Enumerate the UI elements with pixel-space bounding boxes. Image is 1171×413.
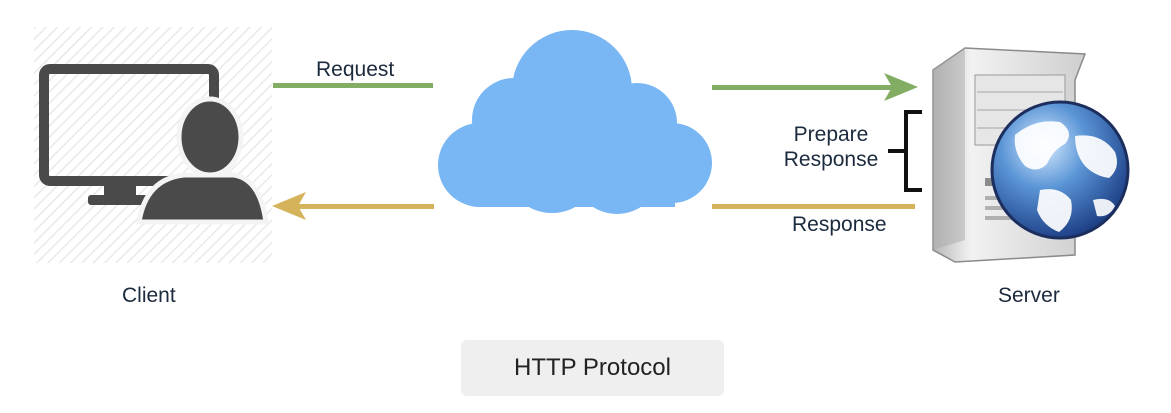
caption-text: HTTP Protocol [514, 354, 671, 381]
response-arrow-left [272, 192, 434, 220]
prepare-bracket [888, 110, 922, 192]
response-line-right [712, 204, 915, 209]
client-label: Client [122, 284, 176, 307]
request-label: Request [316, 58, 395, 81]
caption-box: HTTP Protocol [461, 340, 724, 396]
prepare-response-line2: Response [783, 148, 879, 172]
client-node [34, 27, 272, 263]
prepare-response-label: Prepare Response [770, 122, 892, 172]
server-label: Server [998, 284, 1060, 307]
cloud-icon [438, 30, 712, 214]
server-node [925, 40, 1135, 266]
prepare-response-line1: Prepare [793, 123, 869, 146]
client-computer-user-icon [34, 27, 272, 263]
request-arrow-right [712, 73, 918, 101]
request-line-left [273, 83, 433, 88]
response-label: Response [792, 213, 887, 236]
server-globe-icon [932, 47, 1130, 263]
